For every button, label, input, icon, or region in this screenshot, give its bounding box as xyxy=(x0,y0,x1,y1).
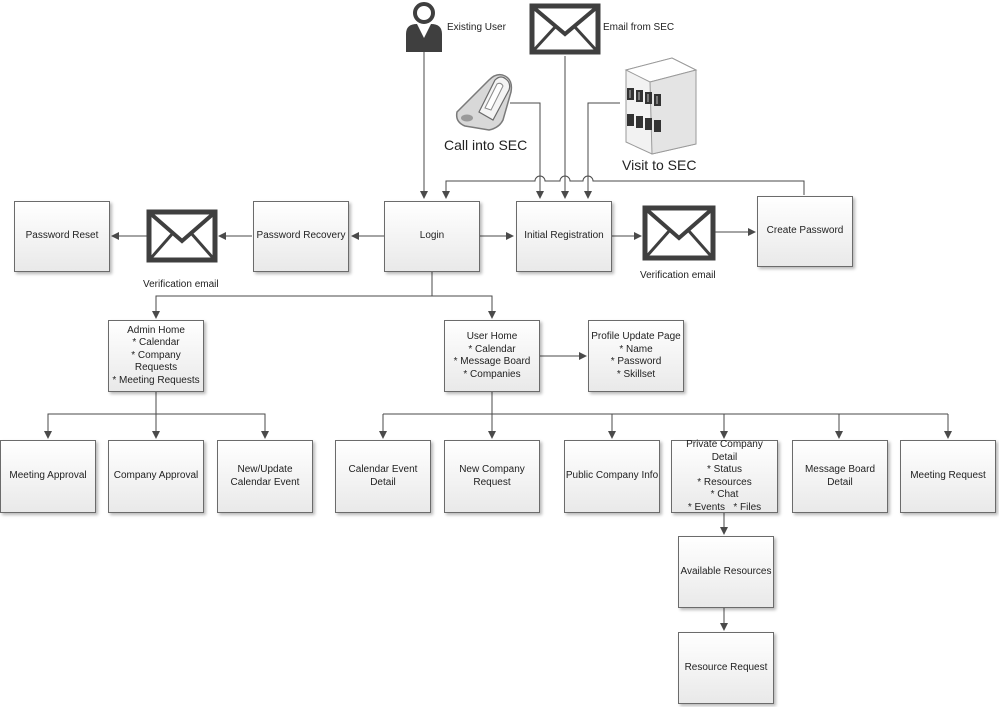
password-recovery-label: Password Recovery xyxy=(256,230,346,242)
new-company-request-line: New Company xyxy=(459,464,525,475)
new-update-calendar-event-line: New/Update xyxy=(237,464,293,475)
profile-update-item: * Skillset xyxy=(616,368,656,380)
public-company-info-box[interactable]: Public Company Info xyxy=(564,440,660,513)
login-box[interactable]: Login xyxy=(384,201,480,272)
calendar-event-detail-line: Detail xyxy=(370,476,396,488)
company-approval-label: Company Approval xyxy=(113,470,199,482)
admin-home-title: Admin Home xyxy=(127,324,185,336)
new-update-calendar-event-line: Calendar Event xyxy=(230,476,300,488)
connectors xyxy=(44,52,952,631)
available-resources-box[interactable]: Available Resources xyxy=(678,536,774,608)
company-approval-box[interactable]: Company Approval xyxy=(108,440,204,513)
profile-update-item: * Password xyxy=(610,356,662,367)
envelope-icon xyxy=(642,205,716,261)
connector-login-adminhome xyxy=(152,272,433,319)
password-reset-label: Password Reset xyxy=(25,230,99,242)
private-company-detail-item: * Resources xyxy=(697,476,752,488)
user-home-item: * Message Board xyxy=(453,356,531,367)
calendar-event-detail-box[interactable]: Calendar Event Detail xyxy=(335,440,431,513)
admin-home-item: * Calendar xyxy=(132,337,180,349)
verification-email-left-label: Verification email xyxy=(143,279,219,290)
existing-user-label: Existing User xyxy=(447,22,506,33)
create-password-label: Create Password xyxy=(766,225,844,237)
visit-to-sec-label: Visit to SEC xyxy=(622,157,697,173)
calendar-event-detail-line: Calendar Event xyxy=(348,464,418,475)
user-home-item: * Calendar xyxy=(468,343,516,355)
user-home-title: User Home xyxy=(466,331,518,342)
connector-admin-meeting xyxy=(44,413,156,439)
password-reset-box[interactable]: Password Reset xyxy=(14,201,110,272)
envelope-icon xyxy=(529,3,601,55)
private-company-detail-item: * Events * Files xyxy=(687,501,762,513)
connector-createpassword-login xyxy=(442,175,805,199)
new-company-request-line: Request xyxy=(473,476,511,488)
profile-update-item: * Name xyxy=(619,343,653,355)
message-board-detail-box[interactable]: Message Board Detail xyxy=(792,440,888,513)
call-into-sec-label: Call into SEC xyxy=(444,137,528,153)
initial-registration-box[interactable]: Initial Registration xyxy=(516,201,612,272)
connector-admin-calendar xyxy=(156,413,269,439)
password-recovery-box[interactable]: Password Recovery xyxy=(253,201,349,272)
private-company-detail-item: * Chat xyxy=(710,489,739,500)
private-company-detail-title: Private Company Detail xyxy=(686,439,763,463)
available-resources-label: Available Resources xyxy=(680,565,772,577)
message-board-detail-line: Detail xyxy=(827,476,853,488)
initial-registration-label: Initial Registration xyxy=(524,230,604,242)
admin-home-item: * Company Requests xyxy=(131,349,181,374)
user-home-item: * Companies xyxy=(463,368,521,380)
resource-request-label: Resource Request xyxy=(684,661,768,673)
admin-home-item: * Meeting Requests xyxy=(112,374,200,386)
admin-home-box[interactable]: Admin Home * Calendar * Company Requests… xyxy=(108,320,204,392)
envelope-icon xyxy=(146,209,218,263)
user-home-box[interactable]: User Home * Calendar * Message Board * C… xyxy=(444,320,540,392)
verification-email-right-label: Verification email xyxy=(640,270,716,281)
connector-call-registration xyxy=(510,102,544,199)
building-icon xyxy=(624,57,698,155)
create-password-box[interactable]: Create Password xyxy=(757,196,853,267)
meeting-approval-label: Meeting Approval xyxy=(9,470,87,482)
new-company-request-box[interactable]: New Company Request xyxy=(444,440,540,513)
profile-update-title: Profile Update Page xyxy=(591,331,681,342)
phone-icon xyxy=(455,73,513,131)
new-update-calendar-event-box[interactable]: New/Update Calendar Event xyxy=(217,440,313,513)
private-company-detail-box[interactable]: Private Company Detail * Status * Resour… xyxy=(671,439,778,513)
message-board-detail-line: Message Board xyxy=(804,464,876,475)
resource-request-box[interactable]: Resource Request xyxy=(678,632,774,704)
login-label: Login xyxy=(419,230,445,242)
connector-visit-registration xyxy=(584,102,620,199)
connector-login-userhome xyxy=(432,295,496,319)
meeting-request-label: Meeting Request xyxy=(910,470,986,482)
meeting-approval-box[interactable]: Meeting Approval xyxy=(0,440,96,513)
public-company-info-label: Public Company Info xyxy=(565,470,659,482)
email-from-sec-label: Email from SEC xyxy=(603,22,675,33)
private-company-detail-item: * Status xyxy=(706,464,743,475)
user-icon xyxy=(406,2,442,52)
meeting-request-box[interactable]: Meeting Request xyxy=(900,440,996,513)
profile-update-box[interactable]: Profile Update Page * Name * Password * … xyxy=(588,320,684,392)
